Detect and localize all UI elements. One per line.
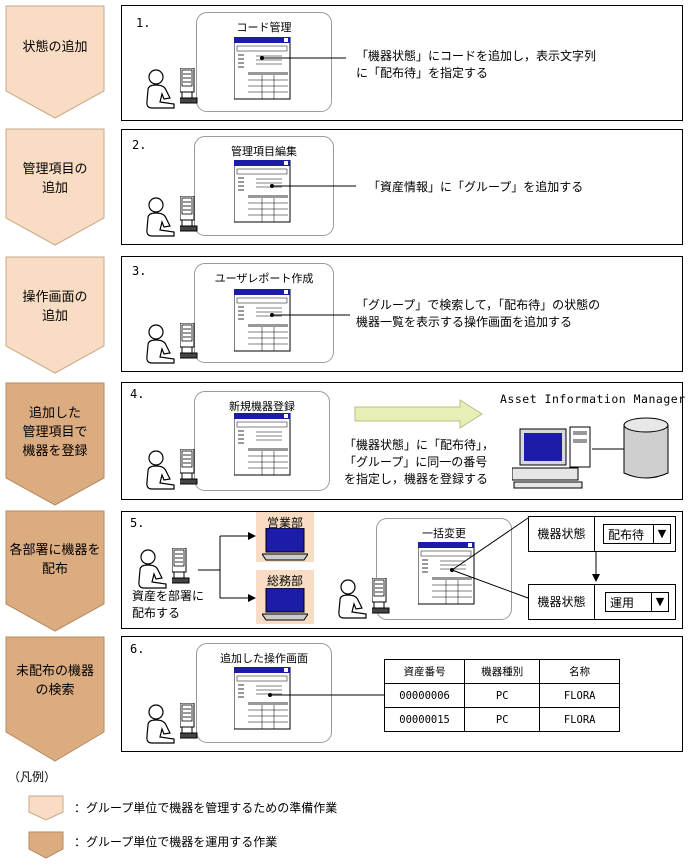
result-table: 資産番号 機器種別 名称 00000006 PC FLORA 00000015 … bbox=[383, 659, 620, 732]
flow-arrow bbox=[354, 399, 483, 429]
callout-line bbox=[270, 184, 356, 188]
status-field-after: 機器状態 運用 ▼ bbox=[528, 584, 676, 620]
server-system-graphic bbox=[512, 417, 669, 489]
step-2-chevron bbox=[5, 128, 105, 246]
step-4-label: 追加した 管理項目で 機器を登録 bbox=[22, 406, 88, 459]
user-icon bbox=[146, 704, 175, 744]
user-icon bbox=[146, 197, 175, 237]
step-description: 「資産情報」に「グループ」を追加する bbox=[368, 180, 584, 194]
step-description: 「グループ」で検索して，「配布待」の状態の 機器一覧を表示する操作画面を追加する bbox=[356, 298, 601, 329]
table-header-row: 資産番号 機器種別 名称 bbox=[383, 659, 620, 684]
step-5-label: 各部署に機器を 配布 bbox=[9, 543, 101, 577]
panel-4: 4. 新規機器登録 Asset Information Manager 「機器状… bbox=[121, 382, 686, 500]
callout-line bbox=[270, 313, 350, 317]
status-value: 配布待 bbox=[608, 528, 645, 542]
step-5-chevron bbox=[5, 510, 105, 632]
step-1-chevron bbox=[5, 5, 105, 119]
panel-number: 3. bbox=[132, 264, 147, 278]
step-description: 「機器状態」にコードを追加し，表示文字列 に「配布待」を指定する bbox=[356, 49, 597, 80]
table-cell: PC bbox=[464, 683, 541, 708]
legend-operation-swatch bbox=[28, 831, 64, 859]
chevron-down-icon[interactable]: ▼ bbox=[651, 593, 668, 611]
table-row[interactable]: 00000006 PC FLORA bbox=[383, 683, 620, 708]
legend-operation-text: ：グループ単位で機器を運用する作業 bbox=[74, 835, 278, 849]
window-title: コード管理 bbox=[236, 21, 292, 34]
panel-number: 5. bbox=[130, 516, 145, 530]
computer-icon bbox=[180, 449, 198, 485]
panel-number: 1. bbox=[136, 16, 151, 30]
panel-number: 4. bbox=[130, 387, 145, 401]
table-header: 資産番号 bbox=[383, 659, 466, 684]
step-6-label: 未配布の機器 の検索 bbox=[15, 664, 94, 698]
system-label: Asset Information Manager bbox=[500, 392, 686, 406]
department-sales-label: 営業部 bbox=[266, 516, 303, 530]
department-general-affairs-label: 総務部 bbox=[266, 574, 303, 588]
legend-prep-text: ：グループ単位で機器を管理するための準備作業 bbox=[74, 801, 338, 815]
callout-line bbox=[260, 56, 346, 60]
table-cell: PC bbox=[464, 707, 541, 732]
step-4-chevron bbox=[5, 382, 105, 506]
legend-title: （凡例） bbox=[8, 770, 57, 784]
screen-icon bbox=[234, 413, 291, 476]
legend-prep-swatch bbox=[28, 795, 64, 821]
computer-icon bbox=[180, 323, 198, 359]
laptop-icon bbox=[262, 588, 308, 621]
table-header: 機器種別 bbox=[464, 659, 541, 684]
step-3-chevron bbox=[5, 256, 105, 374]
computer-icon bbox=[180, 196, 198, 232]
window-title: 追加した操作画面 bbox=[220, 652, 308, 665]
status-change-lines bbox=[450, 517, 600, 599]
user-icon bbox=[146, 324, 175, 364]
table-cell: FLORA bbox=[539, 707, 620, 732]
distribution-arrows bbox=[198, 532, 256, 602]
user-icon bbox=[146, 450, 175, 490]
computer-icon bbox=[180, 703, 198, 739]
panel-5: 5. 資産を部署に 配布する 営業部 総務部 一括変更 機器状態 配布待 ▼ bbox=[121, 511, 683, 629]
panel-2: 2. 管理項目編集 「資産情報」に「グループ」を追加する bbox=[121, 129, 683, 245]
status-field-before: 機器状態 配布待 ▼ bbox=[528, 516, 676, 552]
table-cell: 00000015 bbox=[383, 707, 466, 732]
panel-3: 3. ユーザレポート作成 「グループ」で検索して，「配布待」の状態の 機器一覧を… bbox=[121, 256, 683, 372]
status-label: 機器状態 bbox=[529, 517, 595, 551]
step-6-chevron bbox=[5, 636, 105, 762]
status-value: 運用 bbox=[610, 596, 635, 610]
step-1-label: 状態の追加 bbox=[22, 40, 88, 55]
panel-number: 6. bbox=[130, 642, 145, 656]
chevron-down-icon[interactable]: ▼ bbox=[653, 525, 670, 543]
step-description: 「機器状態」に「配布待」， 「グループ」に同一の番号 を指定し，機器を登録する bbox=[344, 438, 495, 486]
window-title: 一括変更 bbox=[422, 527, 466, 540]
table-header: 名称 bbox=[539, 659, 620, 684]
computer-icon bbox=[180, 68, 198, 104]
table-cell: 00000006 bbox=[383, 683, 466, 708]
status-dropdown-before[interactable]: 配布待 ▼ bbox=[603, 524, 671, 544]
table-row[interactable]: 00000015 PC FLORA bbox=[383, 707, 620, 732]
callout-line bbox=[268, 693, 384, 697]
window-title: 管理項目編集 bbox=[231, 145, 297, 158]
step-2-label: 管理項目の 追加 bbox=[22, 162, 88, 196]
panel-1: 1. コード管理 「機器状態」にコードを追加し，表示文字列 に「配布待」を指定す… bbox=[121, 5, 683, 121]
panel-number: 2. bbox=[132, 138, 147, 152]
step-3-label: 操作画面の 追加 bbox=[22, 290, 88, 324]
laptop-icon bbox=[262, 528, 308, 561]
window-title: 新規機器登録 bbox=[229, 400, 295, 413]
table-cell: FLORA bbox=[539, 683, 620, 708]
distribute-text: 資産を部署に 配布する bbox=[132, 589, 205, 620]
panel-6: 6. 追加した操作画面 資産番号 機器種別 名称 00000006 PC FLO… bbox=[121, 636, 683, 752]
user-icon bbox=[146, 69, 175, 109]
status-label: 機器状態 bbox=[529, 585, 595, 619]
status-dropdown-after[interactable]: 運用 ▼ bbox=[605, 592, 669, 612]
window-title: ユーザレポート作成 bbox=[214, 272, 314, 285]
